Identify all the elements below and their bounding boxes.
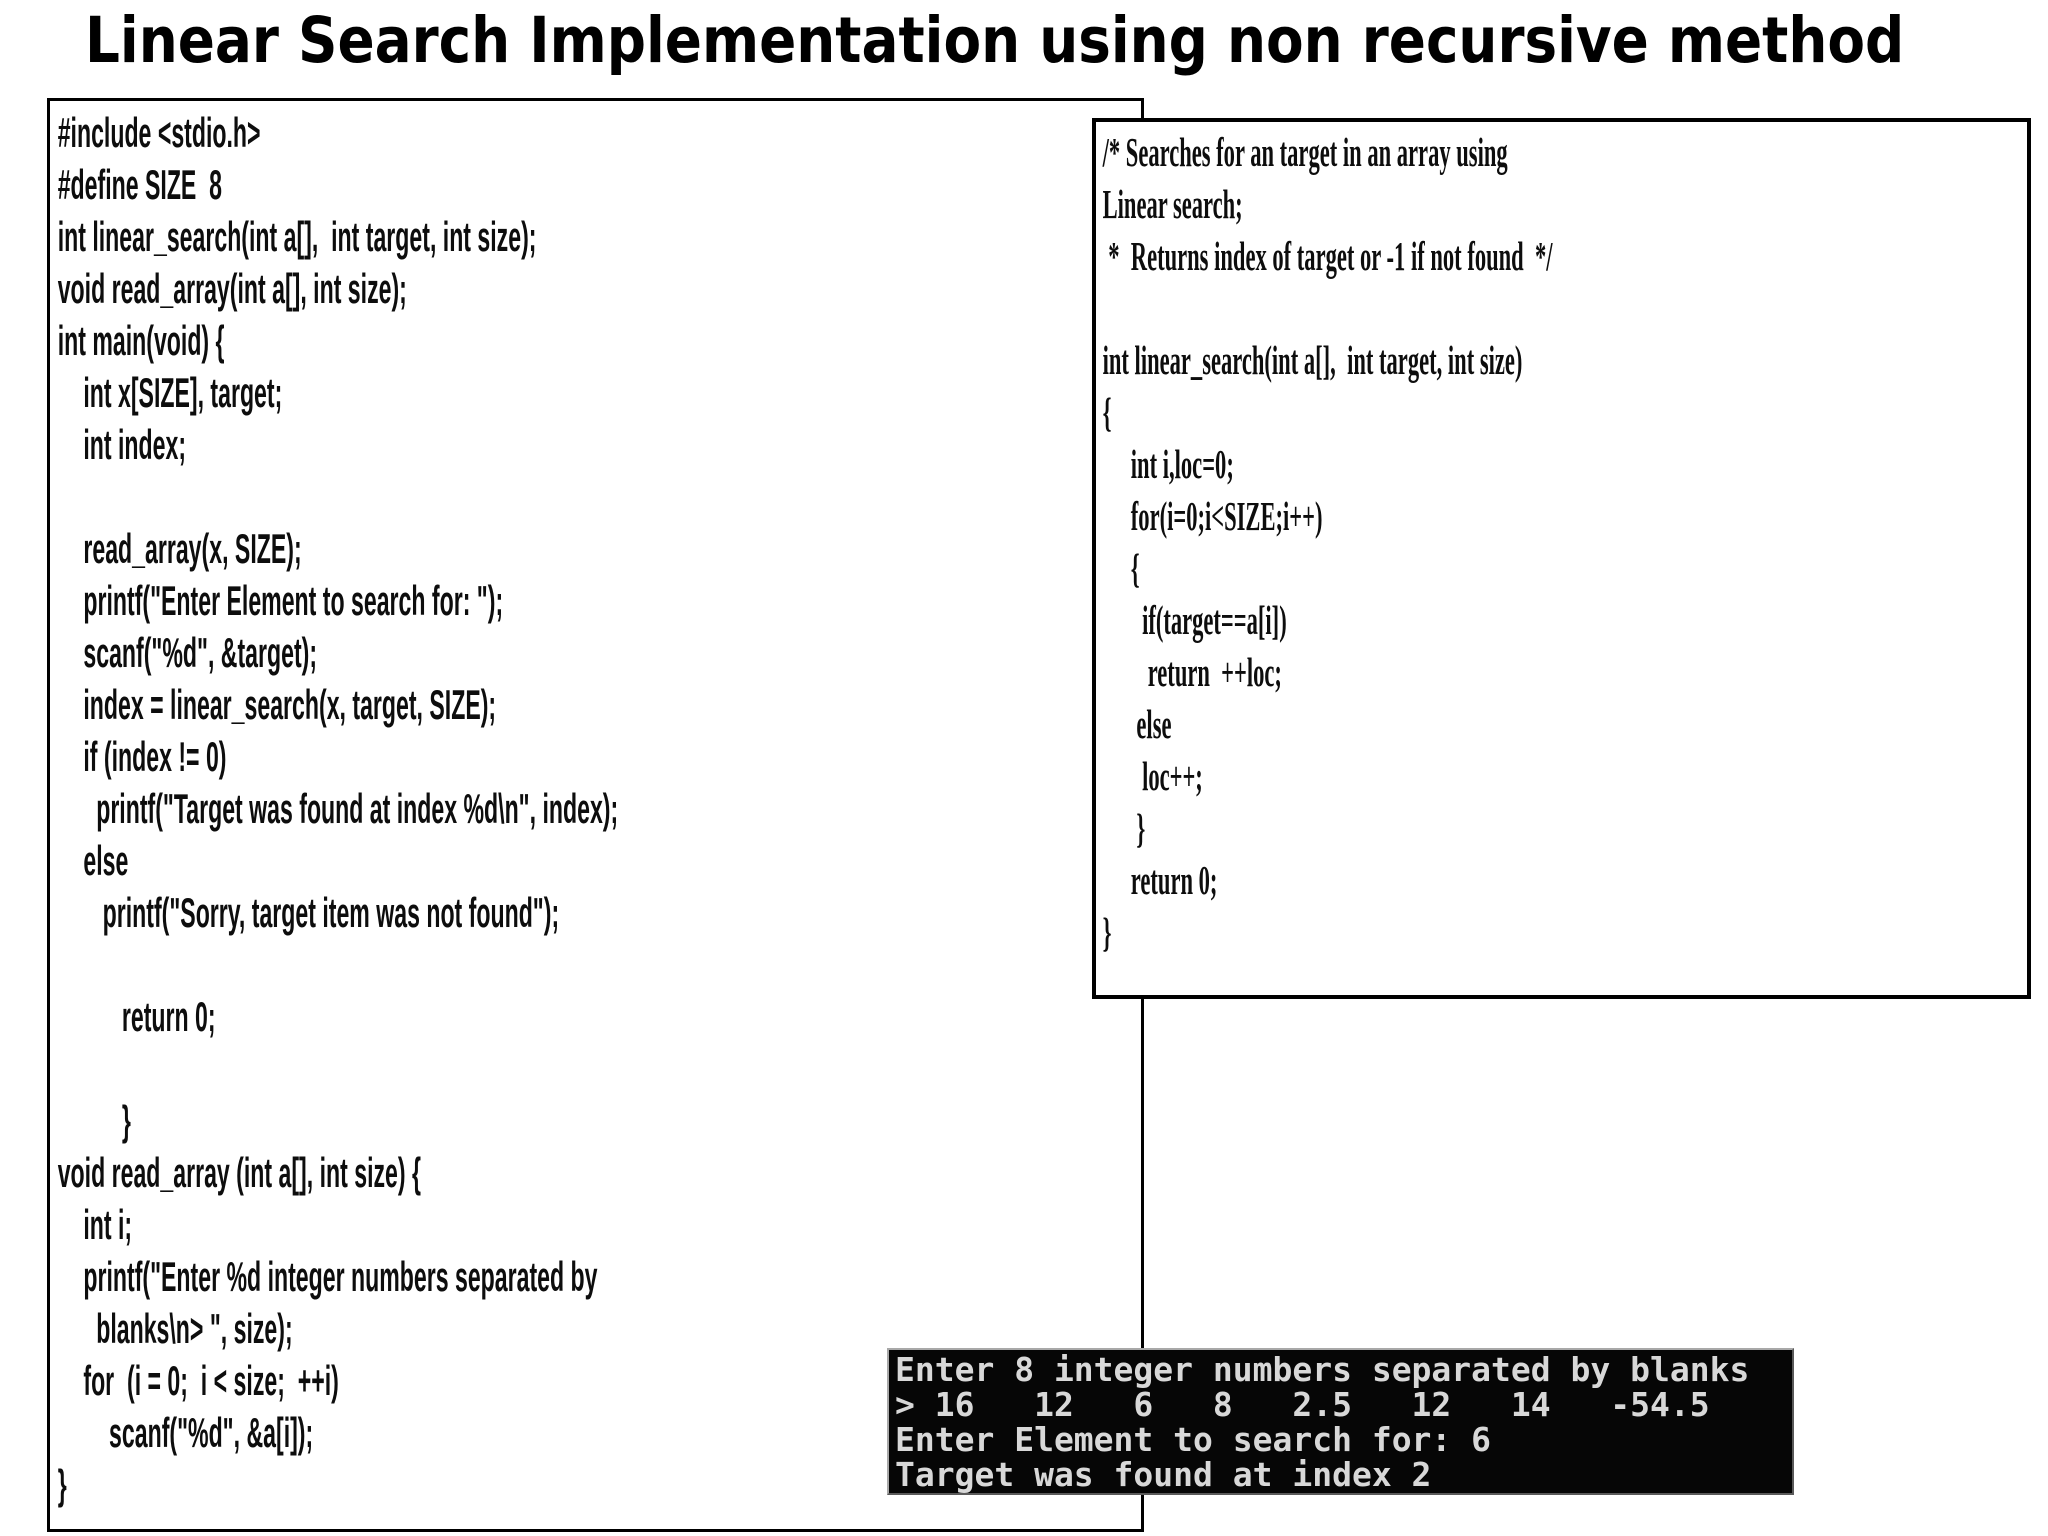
main-program-code-box: #include <stdio.h> #define SIZE 8 int li… <box>47 98 1144 1532</box>
console-output-text: Enter 8 integer numbers separated by bla… <box>895 1350 1750 1494</box>
main-program-code: #include <stdio.h> #define SIZE 8 int li… <box>57 109 619 1508</box>
linear-search-function-box: /* Searches for an target in an array us… <box>1092 118 2031 999</box>
linear-search-function-code: /* Searches for an target in an array us… <box>1102 129 1553 955</box>
page-title: Linear Search Implementation using non r… <box>85 4 1905 77</box>
console-output-window: Enter 8 integer numbers separated by bla… <box>887 1348 1794 1495</box>
